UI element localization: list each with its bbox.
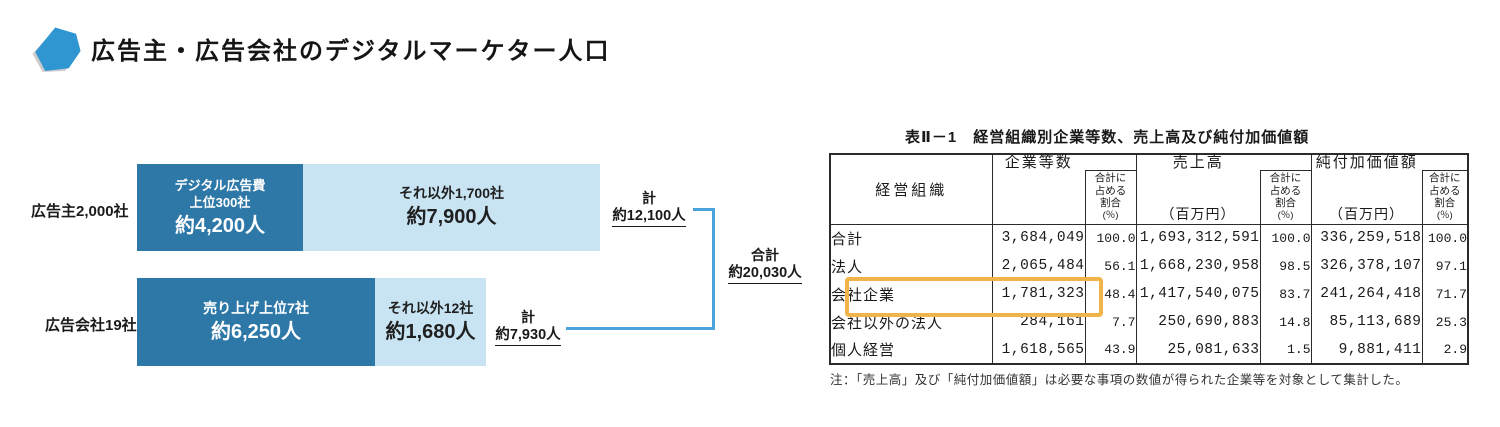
segment-top7-agencies: 売り上げ上位7社 約6,250人 xyxy=(137,278,375,366)
grand-total: 合計 約20,030人 xyxy=(721,246,809,284)
group-header-enterprises: 企業等数 xyxy=(1004,154,1073,171)
cell-enterprises: 1,781,323 xyxy=(992,280,1086,308)
bracket-line xyxy=(693,208,715,211)
cell-sales: 1,668,230,958 xyxy=(1136,252,1261,280)
cell-sales-share: 14.8 xyxy=(1260,308,1312,336)
subtotal-agencies: 計 約7,930人 xyxy=(487,308,569,346)
row-label: 法人 xyxy=(830,252,993,280)
statistics-table: 経営組織 企業等数 売上高 純付加価値額 合計に 占める 割合 (％) （百万円… xyxy=(829,153,1469,365)
table-row: 個人経営 1,618,565 43.9 25,081,633 1.5 9,881… xyxy=(830,336,1468,364)
table-title: 表Ⅱ－1 経営組織別企業等数、売上高及び純付加価値額 xyxy=(905,129,1310,146)
segment-value: 約7,900人 xyxy=(406,206,497,228)
cell-value-added-share: 25.3 xyxy=(1435,314,1467,330)
cell-value-added: 326,378,107 xyxy=(1311,252,1423,280)
grand-total-label: 合計 xyxy=(751,247,779,263)
spacer-cell xyxy=(1260,154,1312,171)
row-label: 個人経営 xyxy=(830,336,993,364)
cell-value-added-share: 71.7 xyxy=(1435,286,1467,302)
segment-caption: 上位300社 xyxy=(189,194,251,210)
cell-enterprises: 1,618,565 xyxy=(992,336,1086,364)
row-label: 合計 xyxy=(830,224,993,252)
subtotal-label: 計 xyxy=(521,309,535,325)
segment-caption: それ以外1,700社 xyxy=(398,185,505,201)
cell-enterprises-share: 7.7 xyxy=(1085,308,1137,336)
cell-value-added-share: 97.1 xyxy=(1435,258,1467,274)
share-header-line: 合計に xyxy=(1094,172,1127,184)
row-label: 会社企業 xyxy=(830,280,993,308)
bar-label-agencies: 広告会社19社 xyxy=(45,317,137,334)
cell-sales: 25,081,633 xyxy=(1136,336,1261,364)
share-header-line: 占める xyxy=(1094,184,1127,197)
cell-value-added-share: 2.9 xyxy=(1443,342,1467,357)
segment-value: 約1,680人 xyxy=(385,320,476,343)
cell-enterprises-share: 100.0 xyxy=(1085,224,1137,252)
segment-other-advertisers: それ以外1,700社 約7,900人 xyxy=(303,164,600,251)
share-header-line: 割合 xyxy=(1275,197,1296,209)
cell-enterprises: 3,684,049 xyxy=(992,224,1086,252)
table-row: 会社以外の法人 284,161 7.7 250,690,883 14.8 85,… xyxy=(830,308,1468,336)
cell-value-added-share: 100.0 xyxy=(1427,230,1467,246)
table-row: 合計 3,684,049 100.0 1,693,312,591 100.0 3… xyxy=(830,224,1468,252)
group-header-sales: 売上高 xyxy=(1172,154,1224,171)
subtotal-value: 約12,100人 xyxy=(612,207,686,227)
spacer-cell xyxy=(1085,154,1137,171)
subtotal-label: 計 xyxy=(642,190,656,206)
cell-enterprises-share: 43.9 xyxy=(1085,336,1137,364)
grand-total-value: 約20,030人 xyxy=(728,264,802,284)
segment-other-agencies: それ以外12社 約1,680人 xyxy=(375,278,486,366)
share-header-line: (％) xyxy=(1277,209,1294,221)
cell-sales-share: 98.5 xyxy=(1260,252,1312,280)
bar-advertisers: デジタル広告費 上位300社 約4,200人 それ以外1,700社 約7,900… xyxy=(137,164,600,251)
cell-value-added: 9,881,411 xyxy=(1311,336,1423,364)
share-header-line: 占める xyxy=(1429,184,1461,197)
cell-sales: 1,693,312,591 xyxy=(1136,224,1261,252)
share-header: 合計に 占める 割合 (％) xyxy=(1260,170,1312,225)
segment-value: 約4,200人 xyxy=(174,214,266,237)
share-header: 合計に 占める 割合 (％) xyxy=(1422,170,1468,225)
bar-label-advertisers: 広告主2,000社 xyxy=(31,203,129,220)
segment-top300-advertisers: デジタル広告費 上位300社 約4,200人 xyxy=(137,164,303,251)
share-header-line: 合計に xyxy=(1429,172,1461,184)
subtotal-value: 約7,930人 xyxy=(495,326,561,346)
share-header-line: 割合 xyxy=(1100,197,1121,209)
cell-enterprises-share: 56.1 xyxy=(1085,252,1137,280)
bracket-line xyxy=(566,327,715,330)
unit-cell xyxy=(992,170,1086,225)
share-header: 合計に 占める 割合 (％) xyxy=(1085,170,1137,225)
spacer-cell xyxy=(1422,154,1468,171)
unit-cell: （百万円） xyxy=(1136,170,1261,225)
table-note: 注：「売上高」及び「純付加価値額」は必要な事項の数値が得られた企業等を対象として… xyxy=(830,373,1409,387)
page-title: 広告主・広告会社のデジタルマーケター人口 xyxy=(91,38,611,65)
cell-sales: 1,417,540,075 xyxy=(1136,280,1261,308)
share-header-line: 割合 xyxy=(1434,197,1456,209)
table-row-highlighted: 会社企業 1,781,323 48.4 1,417,540,075 83.7 2… xyxy=(830,280,1468,308)
cell-value-added: 241,264,418 xyxy=(1311,280,1423,308)
table-row: 法人 2,065,484 56.1 1,668,230,958 98.5 326… xyxy=(830,252,1468,280)
column-header-organization: 経営組織 xyxy=(830,154,993,225)
share-header-line: (％) xyxy=(1102,209,1119,221)
share-header-line: 占める xyxy=(1269,184,1302,197)
cell-value-added: 336,259,518 xyxy=(1311,224,1423,252)
group-header-value-added: 純付加価値額 xyxy=(1315,154,1418,171)
segment-caption: デジタル広告費 xyxy=(174,177,266,193)
share-header-line: (％) xyxy=(1436,209,1453,221)
segment-caption: それ以外12社 xyxy=(387,299,474,316)
unit-cell: （百万円） xyxy=(1311,170,1423,225)
cell-sales-share: 100.0 xyxy=(1260,224,1312,252)
row-label: 会社以外の法人 xyxy=(830,308,993,336)
cell-value-added: 85,113,689 xyxy=(1311,308,1423,336)
bracket-line xyxy=(712,208,715,330)
share-header-line: 合計に xyxy=(1269,172,1302,184)
segment-value: 約6,250人 xyxy=(210,320,302,343)
cell-sales-share: 83.7 xyxy=(1260,280,1312,308)
gem-bullet-icon xyxy=(32,27,81,72)
cell-sales: 250,690,883 xyxy=(1136,308,1261,336)
cell-enterprises: 284,161 xyxy=(992,308,1086,336)
bar-agencies: 売り上げ上位7社 約6,250人 それ以外12社 約1,680人 xyxy=(137,278,486,366)
segment-caption: 売り上げ上位7社 xyxy=(203,299,309,316)
subtotal-advertisers: 計 約12,100人 xyxy=(605,189,693,227)
cell-enterprises: 2,065,484 xyxy=(992,252,1086,280)
cell-enterprises-share: 48.4 xyxy=(1085,280,1137,308)
cell-sales-share: 1.5 xyxy=(1260,336,1312,364)
